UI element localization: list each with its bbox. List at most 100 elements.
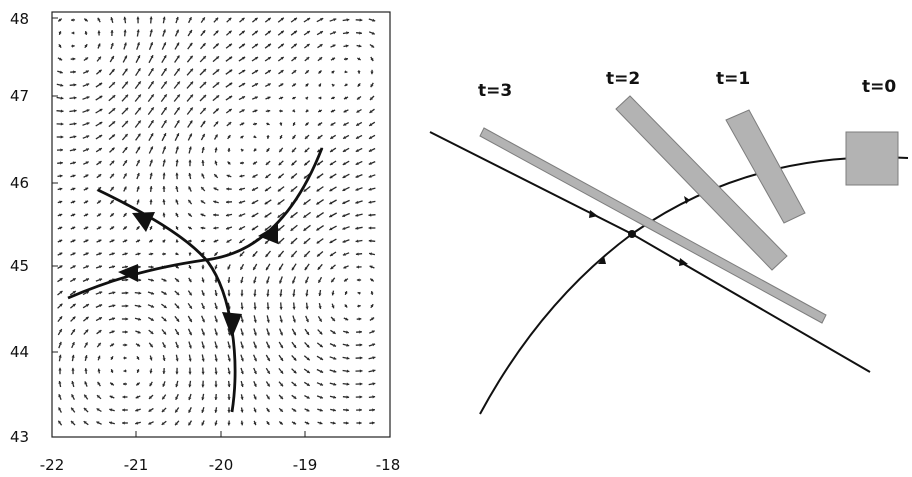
velocity-arrow-head [330, 266, 334, 270]
velocity-arrow-head [320, 382, 323, 386]
velocity-arrow-head [227, 345, 231, 349]
velocity-arrow-head [203, 82, 207, 85]
velocity-arrow-head [280, 109, 283, 113]
velocity-arrow-head [201, 187, 205, 190]
velocity-arrow-head [346, 382, 350, 386]
velocity-arrow-head [98, 213, 101, 217]
velocity-arrow-head [305, 293, 309, 297]
velocity-arrow-head [73, 96, 77, 100]
velocity-arrow-head [200, 226, 204, 230]
velocity-arrow-head [305, 122, 309, 126]
velocity-arrow-head [241, 17, 245, 21]
velocity-arrow-head [86, 148, 89, 152]
velocity-arrow-head [371, 31, 375, 35]
velocity-arrow-head [241, 109, 245, 113]
velocity-arrow-head [264, 227, 268, 231]
velocity-arrow-head [214, 345, 218, 349]
velocity-arrow-head [136, 186, 140, 190]
velocity-arrow-head [359, 330, 362, 334]
velocity-arrow-head [358, 44, 362, 48]
velocity-arrow-head [112, 317, 115, 321]
velocity-arrow-head [201, 292, 205, 296]
velocity-arrow-head [202, 133, 205, 137]
velocity-arrow-head [112, 304, 116, 308]
velocity-arrow-head [110, 382, 114, 386]
velocity-arrow-head [371, 330, 375, 334]
velocity-arrow-head [163, 331, 166, 335]
velocity-arrow-head [342, 149, 346, 152]
velocity-arrow-head [369, 136, 373, 139]
velocity-arrow-head [214, 280, 218, 283]
velocity-arrow-head [200, 200, 204, 204]
velocity-arrow-head [189, 107, 193, 111]
velocity-arrow-head [149, 186, 153, 189]
velocity-arrow-head [125, 278, 129, 282]
velocity-arrow-head [58, 420, 62, 424]
velocity-arrow-head [214, 409, 218, 413]
velocity-arrow-head [372, 356, 376, 360]
velocity-arrow-head [214, 358, 218, 362]
velocity-arrow-head [59, 57, 63, 61]
velocity-arrow-head [279, 408, 283, 412]
velocity-arrow-head [58, 394, 62, 398]
velocity-arrow-head [318, 293, 322, 296]
velocity-arrow-head [279, 332, 283, 336]
velocity-arrow-head [318, 279, 322, 283]
velocity-arrow-head [149, 226, 153, 230]
velocity-arrow-head [124, 239, 128, 243]
velocity-arrow-head [291, 162, 295, 166]
velocity-arrow-head [98, 226, 102, 230]
velocity-arrow-head [331, 279, 335, 283]
velocity-arrow-head [293, 57, 297, 60]
velocity-arrow-head [227, 422, 231, 426]
velocity-arrow-head [71, 18, 74, 22]
velocity-arrow-head [240, 161, 243, 165]
velocity-arrow-head [305, 319, 309, 323]
velocity-arrow-head [148, 408, 152, 412]
velocity-arrow-head [98, 187, 101, 191]
velocity-arrow-head [60, 161, 63, 165]
axis-ticks [51, 17, 391, 438]
velocity-arrow-head [359, 343, 363, 347]
time-label-t0: t=0 [862, 77, 896, 97]
velocity-arrow-head [86, 83, 90, 87]
velocity-arrow-head [137, 81, 141, 85]
velocity-arrow-head [369, 265, 373, 269]
velocity-arrow-head [85, 161, 89, 165]
velocity-arrow-head [60, 83, 64, 87]
velocity-arrow-head [266, 332, 270, 336]
velocity-arrow-head [136, 226, 140, 230]
velocity-arrow-head [240, 384, 244, 387]
velocity-arrow-head [72, 316, 76, 320]
manifold-arrow [589, 210, 598, 218]
velocity-arrow-head [253, 148, 257, 152]
velocity-arrow-head [307, 18, 311, 21]
velocity-arrow-head [112, 82, 115, 86]
velocity-arrow-head [344, 96, 348, 100]
velocity-arrow-head [71, 394, 75, 398]
velocity-arrow-head [97, 200, 101, 204]
velocity-arrow-head [229, 56, 233, 60]
velocity-arrow-head [342, 252, 346, 256]
velocity-arrow-head [227, 358, 231, 362]
x-tick-label: -19 [293, 456, 318, 474]
velocity-arrow-head [176, 94, 180, 98]
velocity-arrow-head [292, 293, 296, 297]
velocity-arrow-head [306, 344, 310, 348]
velocity-arrow-head [253, 358, 257, 362]
velocity-arrow-head [215, 108, 219, 112]
velocity-arrow-head [188, 292, 192, 296]
velocity-arrow-head [163, 318, 167, 322]
velocity-arrow-head [99, 82, 103, 86]
velocity-arrow-head [345, 317, 349, 321]
arrowhead-left-lower [118, 264, 138, 282]
velocity-arrow-head [214, 134, 218, 138]
velocity-arrow-head [290, 214, 294, 218]
velocity-arrow-head [161, 422, 165, 425]
velocity-arrow-head [59, 70, 63, 74]
velocity-arrow-head [240, 396, 244, 400]
object-at-t1 [725, 109, 806, 224]
velocity-arrow-head [253, 332, 257, 336]
velocity-arrow-head [332, 408, 336, 412]
velocity-arrow-head [125, 265, 128, 269]
